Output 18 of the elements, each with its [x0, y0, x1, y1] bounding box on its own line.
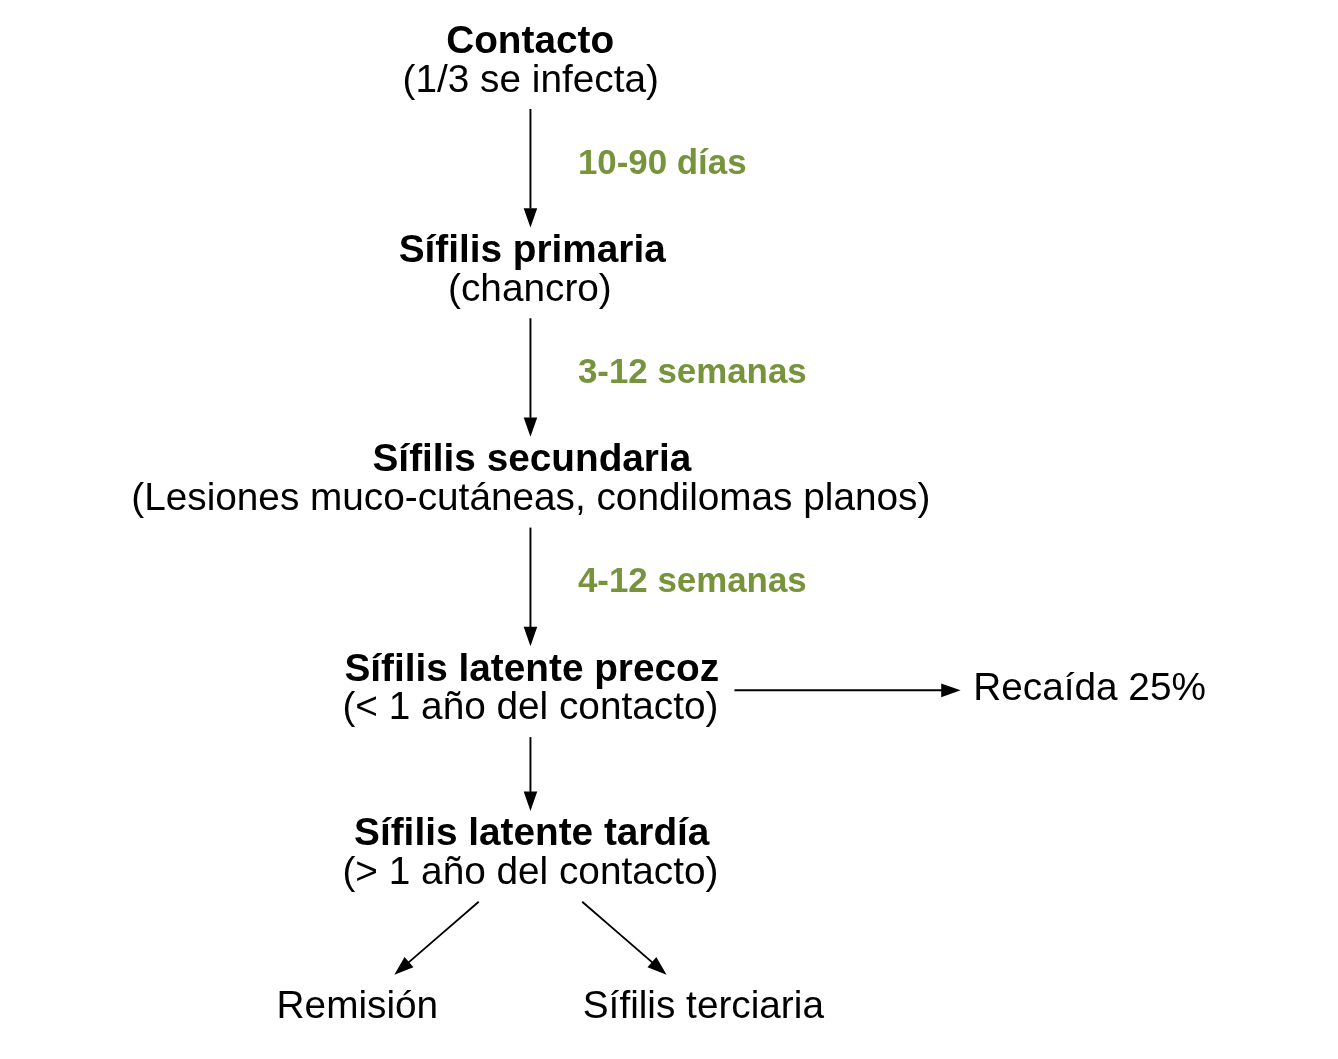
node-text: Sífilis latente precoz (< 1 año del contacto): [341, 645, 719, 728]
edge-label: 4-12 semanas: [577, 560, 807, 600]
node-text: Recaída 25%: [972, 665, 1206, 709]
arrow: [523, 736, 537, 811]
arrow: [580, 900, 667, 975]
arrow: [523, 526, 537, 647]
arrow: [733, 683, 961, 698]
arrow: [393, 900, 480, 975]
edge-label: 3-12 semanas: [577, 351, 807, 390]
node-text: Sífilis terciaria: [582, 982, 824, 1026]
node-text: Sífilis primaria (chancro): [398, 227, 666, 309]
arrow: [523, 317, 537, 437]
node-text: Sífilis latente tardía (> 1 año del contacto): [341, 810, 718, 893]
arrow: [523, 108, 537, 228]
node-text: Sífilis secundaria (Lesiones muco-cutáneas, condilomas planos): [130, 436, 930, 519]
edge-label: 10-90 días: [577, 141, 747, 181]
node-text: Remisión: [276, 982, 438, 1026]
node-text: Contacto (1/3 se infecta): [402, 17, 659, 100]
